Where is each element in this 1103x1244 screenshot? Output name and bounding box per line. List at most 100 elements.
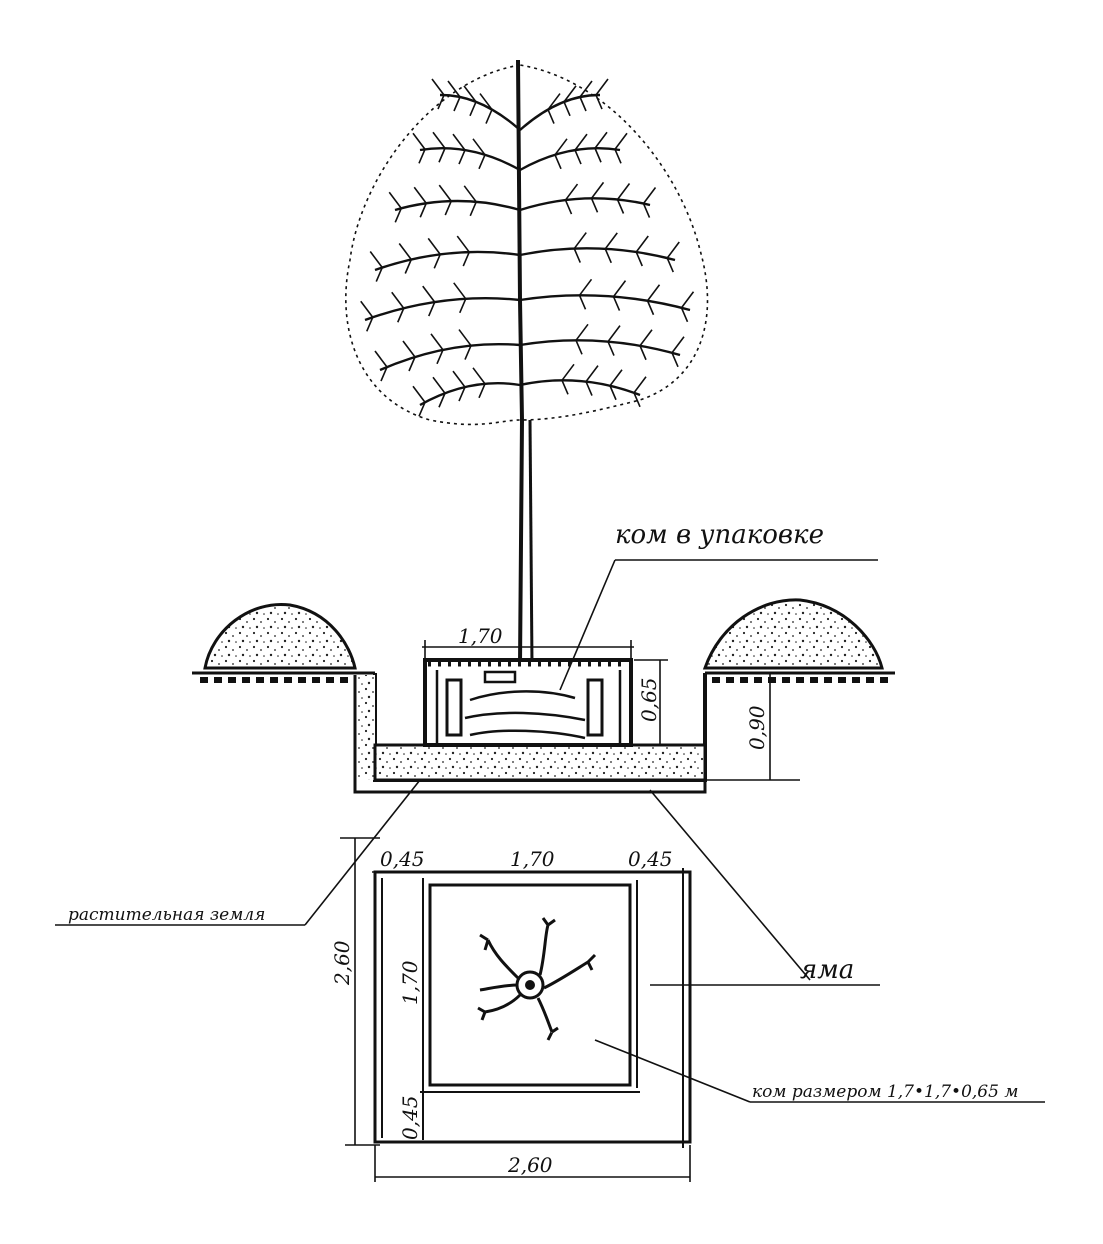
soil-mound-right — [702, 598, 884, 670]
dim-section-pit-depth: 0,90 — [745, 705, 769, 750]
tree-twig — [547, 93, 561, 124]
tree-twig — [402, 340, 416, 372]
tree-twig — [432, 131, 446, 163]
tree-twig — [612, 280, 627, 311]
tree-twig — [431, 78, 445, 110]
tree-twig — [561, 363, 575, 395]
tree-branch — [364, 297, 521, 322]
tree-twig — [391, 291, 405, 323]
leader-root-ball-packed — [559, 559, 616, 691]
pit-bottom-outline — [353, 675, 707, 794]
tree-branch — [374, 250, 521, 272]
label-root-ball-size: ком размером 1,7•1,7•0,65 м — [752, 1082, 1018, 1102]
tree-twig — [398, 243, 412, 274]
tree-twig — [412, 132, 426, 164]
topsoil-layer — [373, 743, 707, 782]
tree-twig — [427, 237, 441, 269]
dim-plan-pit-height: 2,60 — [330, 940, 354, 986]
dim-section-ball-width: 1,70 — [458, 624, 503, 648]
tree-branch — [394, 199, 521, 212]
tree-twig — [438, 184, 452, 216]
tree-twig — [458, 329, 472, 360]
tree-branch — [519, 93, 601, 131]
tree-branch — [519, 379, 641, 397]
label-topsoil: растительная земля — [68, 905, 265, 925]
section-view — [192, 598, 895, 794]
tree-trunk-right-edge — [528, 419, 534, 666]
tree-twig — [422, 285, 436, 317]
tree-illustration — [345, 59, 709, 666]
tree-top-trunk-core — [525, 980, 535, 990]
tree-branch — [419, 147, 521, 172]
tree-branch — [379, 342, 521, 372]
tree-twig — [607, 325, 621, 356]
tree-twig — [430, 333, 444, 365]
dim-plan-gap-right: 0,45 — [628, 847, 673, 871]
tree-top-view — [477, 917, 597, 1041]
plan-view: 0,45 1,70 0,45 2,60 1,70 0,45 2,60 — [330, 837, 692, 1182]
label-pit: яма — [800, 955, 854, 985]
tree-branch — [419, 382, 521, 407]
tree-twig — [479, 93, 493, 124]
tree-twig — [388, 191, 402, 223]
tree-twig — [633, 376, 647, 408]
dim-plan-gap-left: 0,45 — [380, 847, 425, 871]
tree-twig — [585, 365, 599, 396]
root-ball-post-left — [445, 678, 463, 737]
tree-twig — [554, 138, 568, 170]
dim-plan-gap-bottom: 0,45 — [398, 1095, 422, 1140]
tree-twig — [472, 367, 486, 399]
leader-root-ball-size — [594, 1039, 751, 1103]
label-root-ball-packed: ком в упаковке — [615, 520, 824, 550]
tree-twig — [452, 370, 466, 402]
root-ball-post-right — [586, 678, 604, 737]
dim-plan-ball-height: 1,70 — [398, 960, 422, 1005]
section-labels: ком в упаковке растительная земля — [55, 520, 878, 981]
pit-wall-left — [355, 675, 375, 780]
tree-twig — [374, 350, 388, 382]
tree-twig — [574, 133, 588, 165]
root-ball-roots — [464, 670, 586, 740]
tree-twig — [575, 323, 589, 355]
tree-twig — [680, 291, 695, 323]
tree-twig — [463, 185, 477, 217]
root-ball-side-lines — [435, 670, 622, 745]
dim-plan-ball-width: 1,70 — [510, 847, 555, 871]
tree-trunk — [516, 59, 525, 666]
leader-topsoil — [304, 779, 421, 926]
tree-twig — [573, 232, 587, 263]
tree-twig — [579, 80, 593, 112]
plan-labels: яма ком размером 1,7•1,7•0,65 м — [594, 955, 1045, 1103]
soil-mound-left — [203, 602, 357, 670]
tree-twig — [616, 183, 631, 214]
tree-twig — [413, 186, 427, 218]
tree-top-branches — [477, 917, 597, 1041]
tree-twig — [447, 80, 461, 112]
tree-twig — [472, 138, 486, 170]
tree-twig — [639, 329, 653, 361]
tree-twig — [614, 132, 628, 164]
tree-twig — [369, 251, 383, 282]
tree-twig — [635, 235, 649, 267]
tree-twig — [666, 241, 680, 273]
tree-twig — [594, 131, 608, 163]
tree-twig — [578, 278, 593, 310]
tree-branch — [519, 197, 651, 212]
tree-twig — [432, 376, 446, 408]
dim-plan-pit-width: 2,60 — [507, 1153, 553, 1177]
tree-twig — [360, 300, 374, 332]
tree-twig — [456, 235, 470, 267]
tree-branch — [439, 93, 521, 131]
tree-twig — [609, 369, 623, 401]
tree-twig — [671, 336, 685, 368]
tree-twig — [453, 282, 467, 314]
tree-twig — [452, 133, 466, 165]
tree-twig — [642, 187, 657, 218]
tree-twig — [590, 181, 605, 213]
tree-twig — [604, 232, 618, 264]
tree-twig — [412, 385, 426, 417]
tree-branch — [519, 294, 691, 312]
tree-canopy-outline — [345, 64, 709, 426]
tree-branches — [360, 78, 695, 417]
